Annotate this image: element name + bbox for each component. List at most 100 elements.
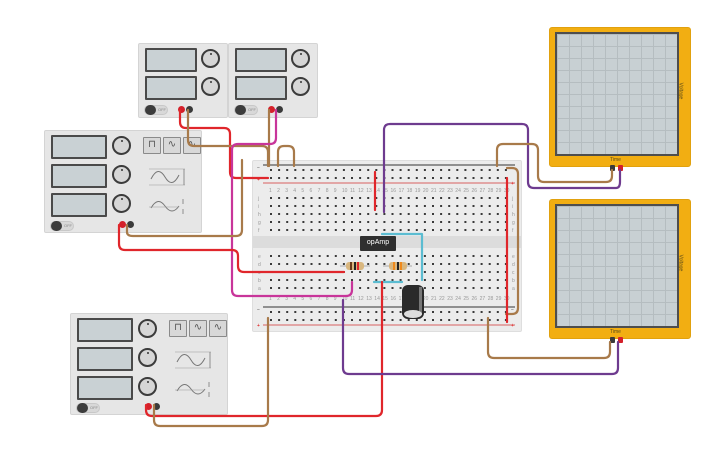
breadboard-hole[interactable] — [488, 177, 491, 179]
breadboard-hole[interactable] — [432, 319, 434, 321]
breadboard-hole[interactable] — [496, 213, 499, 215]
breadboard-hole[interactable] — [310, 271, 313, 273]
breadboard-hole[interactable] — [270, 255, 272, 257]
breadboard-hole[interactable] — [383, 169, 386, 171]
breadboard-hole[interactable] — [391, 287, 394, 289]
fg2-negative-terminal[interactable] — [153, 403, 160, 410]
breadboard-hole[interactable] — [351, 177, 353, 179]
breadboard-hole[interactable] — [367, 197, 370, 199]
breadboard-hole[interactable] — [334, 255, 337, 257]
breadboard-hole[interactable] — [334, 169, 337, 171]
breadboard-hole[interactable] — [456, 177, 459, 179]
breadboard-hole[interactable] — [423, 229, 426, 231]
breadboard-hole[interactable] — [310, 319, 313, 321]
breadboard-hole[interactable] — [440, 221, 443, 223]
breadboard-hole[interactable] — [286, 319, 289, 321]
breadboard-hole[interactable] — [423, 311, 426, 313]
breadboard-hole[interactable] — [399, 271, 402, 273]
breadboard-hole[interactable] — [286, 311, 289, 313]
breadboard-hole[interactable] — [504, 271, 507, 273]
breadboard-hole[interactable] — [504, 177, 507, 179]
breadboard-hole[interactable] — [310, 221, 313, 223]
breadboard-hole[interactable] — [375, 177, 378, 179]
breadboard-hole[interactable] — [302, 213, 305, 215]
breadboard-hole[interactable] — [480, 169, 483, 171]
breadboard-hole[interactable] — [464, 197, 467, 199]
breadboard-hole[interactable] — [456, 271, 459, 273]
breadboard-hole[interactable] — [399, 197, 402, 199]
breadboard-hole[interactable] — [375, 279, 378, 281]
breadboard-hole[interactable] — [504, 263, 507, 265]
breadboard-hole[interactable] — [302, 319, 305, 321]
breadboard-hole[interactable] — [294, 319, 297, 321]
breadboard-hole[interactable] — [407, 319, 410, 321]
breadboard-hole[interactable] — [472, 263, 475, 265]
psu2-positive-terminal[interactable] — [268, 106, 275, 113]
breadboard-hole[interactable] — [270, 263, 272, 265]
breadboard-hole[interactable] — [399, 287, 402, 289]
breadboard-hole[interactable] — [318, 177, 321, 179]
breadboard-hole[interactable] — [318, 197, 321, 199]
breadboard-hole[interactable] — [480, 279, 483, 281]
breadboard-hole[interactable] — [359, 279, 362, 281]
breadboard-hole[interactable] — [278, 255, 281, 257]
fg1-sine-wave-button[interactable]: ∿ — [163, 137, 181, 154]
breadboard-hole[interactable] — [302, 177, 305, 179]
breadboard-hole[interactable] — [472, 205, 475, 207]
breadboard-hole[interactable] — [448, 213, 451, 215]
breadboard-hole[interactable] — [278, 177, 281, 179]
psu2-voltage-knob[interactable] — [291, 49, 310, 68]
scope1-positive-terminal[interactable] — [618, 165, 623, 171]
oscilloscope-1[interactable]: Time Voltage — [549, 27, 691, 171]
breadboard-hole[interactable] — [407, 263, 410, 265]
breadboard-hole[interactable] — [399, 311, 402, 313]
breadboard-hole[interactable] — [432, 287, 434, 289]
breadboard-hole[interactable] — [504, 287, 507, 289]
breadboard-hole[interactable] — [480, 229, 483, 231]
breadboard-hole[interactable] — [310, 263, 313, 265]
breadboard-hole[interactable] — [278, 197, 281, 199]
breadboard-hole[interactable] — [318, 287, 321, 289]
breadboard-hole[interactable] — [464, 213, 467, 215]
breadboard-hole[interactable] — [286, 279, 289, 281]
breadboard-hole[interactable] — [375, 169, 378, 171]
breadboard-hole[interactable] — [415, 279, 418, 281]
psu1-positive-terminal[interactable] — [178, 106, 185, 113]
breadboard-hole[interactable] — [480, 263, 483, 265]
breadboard-hole[interactable] — [383, 311, 386, 313]
breadboard-hole[interactable] — [286, 205, 289, 207]
fg2-power-toggle[interactable]: OFF — [76, 403, 100, 413]
breadboard-hole[interactable] — [342, 255, 345, 257]
breadboard-hole[interactable] — [334, 205, 337, 207]
breadboard-hole[interactable] — [448, 221, 451, 223]
breadboard-hole[interactable] — [278, 311, 281, 313]
breadboard-hole[interactable] — [286, 263, 289, 265]
breadboard-hole[interactable] — [480, 271, 483, 273]
breadboard-hole[interactable] — [423, 205, 426, 207]
fg2-square-wave-button[interactable]: ⊓ — [169, 320, 187, 337]
breadboard-hole[interactable] — [407, 205, 410, 207]
breadboard-hole[interactable] — [488, 169, 491, 171]
breadboard-hole[interactable] — [448, 287, 451, 289]
breadboard-hole[interactable] — [270, 229, 272, 231]
breadboard-hole[interactable] — [464, 263, 467, 265]
breadboard-hole[interactable] — [440, 319, 443, 321]
breadboard-hole[interactable] — [270, 221, 272, 223]
breadboard-hole[interactable] — [391, 279, 394, 281]
breadboard-hole[interactable] — [334, 271, 337, 273]
breadboard-hole[interactable] — [326, 271, 329, 273]
breadboard-hole[interactable] — [367, 221, 370, 223]
breadboard-hole[interactable] — [391, 213, 394, 215]
breadboard-hole[interactable] — [310, 255, 313, 257]
breadboard-hole[interactable] — [351, 229, 353, 231]
breadboard-hole[interactable] — [375, 319, 378, 321]
breadboard-hole[interactable] — [270, 311, 272, 313]
breadboard-hole[interactable] — [480, 255, 483, 257]
breadboard-hole[interactable] — [359, 205, 362, 207]
breadboard-hole[interactable] — [415, 197, 418, 199]
breadboard-hole[interactable] — [480, 287, 483, 289]
breadboard-hole[interactable] — [286, 197, 289, 199]
breadboard-hole[interactable] — [310, 279, 313, 281]
breadboard-hole[interactable] — [407, 229, 410, 231]
breadboard-hole[interactable] — [423, 213, 426, 215]
